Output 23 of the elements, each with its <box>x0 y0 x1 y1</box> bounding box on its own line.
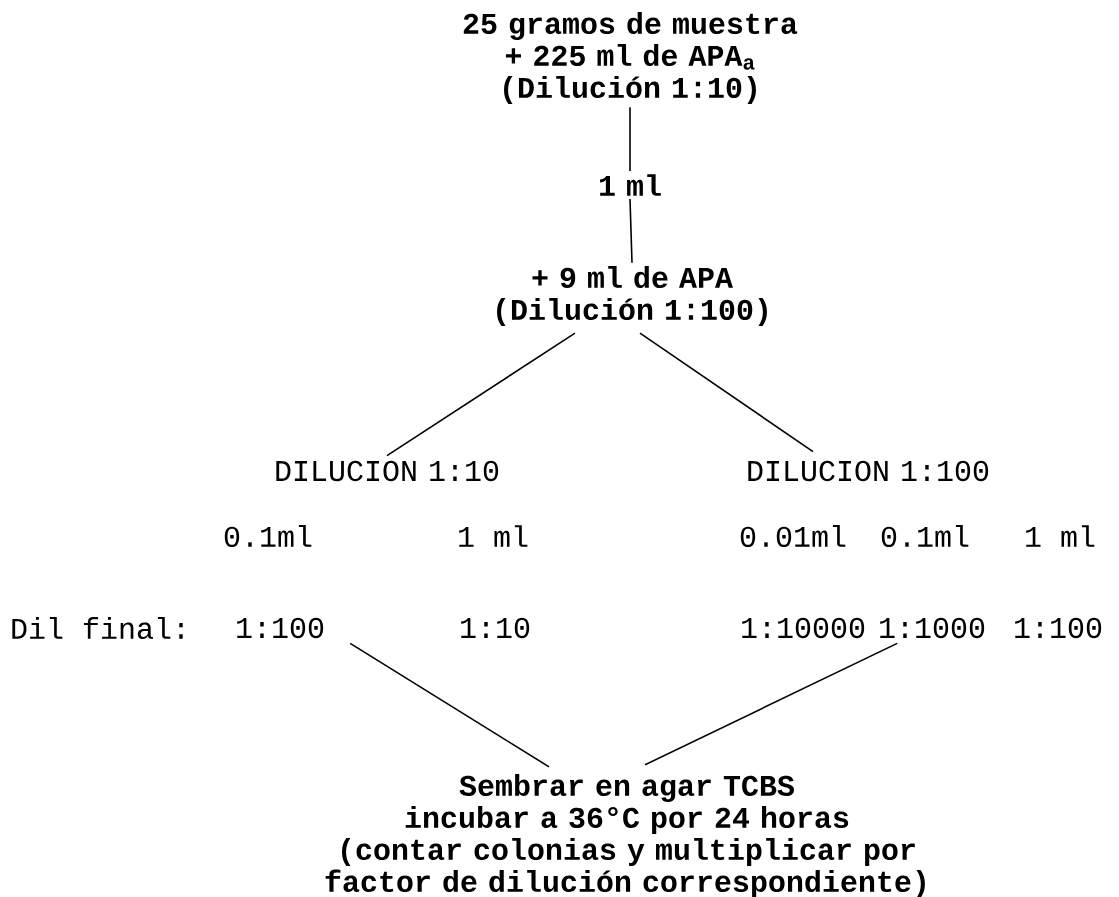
label-text: 1 ml <box>459 525 528 547</box>
step-text: 1 ml <box>600 174 661 196</box>
label-text: 0.01ml <box>740 525 846 547</box>
label-text: 1:10 <box>461 617 530 639</box>
step-text: 1:100 <box>237 617 324 639</box>
connector-line <box>629 106 631 172</box>
connector-line <box>644 642 898 766</box>
step-text: + 9 ml de APA (Dilución 1:100) <box>497 266 767 326</box>
step-text: 25 gramos de muestra + 225 ml de APA$_{a}$ (Dilución 1:10) <box>463 12 798 104</box>
label-text: Dil final: <box>12 617 183 639</box>
label-text: 0.1ml <box>881 525 969 547</box>
connector-line <box>639 332 814 453</box>
step-text: Sembrar en agar TCBS incubar a 36°C por 24 horas (contar colonias y multiplicar por factor de dilución correspondiente) <box>325 774 925 897</box>
step-text: DILUCION 1:10 <box>276 460 499 482</box>
label-text: 1:100 <box>1015 617 1102 639</box>
step-text: DILUCION 1:100 <box>748 460 989 482</box>
label-text: 0.1ml <box>224 525 312 547</box>
connector-line <box>349 642 550 768</box>
step-text: 1:10000 <box>742 617 865 639</box>
label-text: 1 ml <box>1026 525 1095 547</box>
connector-line <box>629 198 633 264</box>
connector-line <box>386 332 576 457</box>
label-text: 1:1000 <box>880 617 985 639</box>
